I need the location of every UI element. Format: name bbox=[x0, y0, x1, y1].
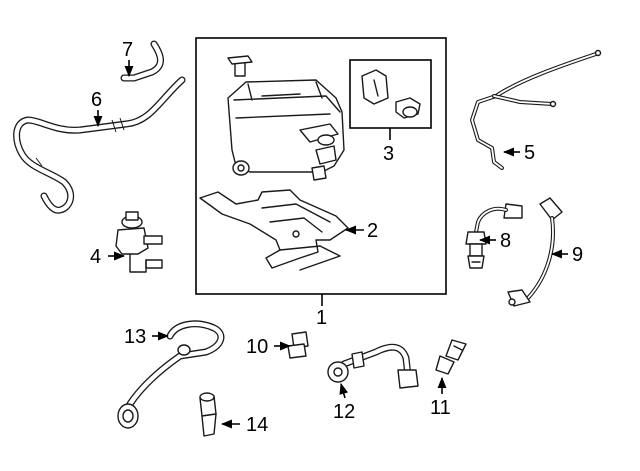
callout-6: 6 bbox=[91, 89, 102, 111]
callout-4: 4 bbox=[90, 246, 101, 268]
assembly-box bbox=[195, 37, 447, 295]
callout-7: 7 bbox=[122, 39, 133, 61]
valve-fitting[interactable] bbox=[199, 392, 217, 437]
callout-9: 9 bbox=[572, 244, 583, 266]
o2-sensor-downstream[interactable] bbox=[507, 197, 563, 307]
callout-1: 1 bbox=[316, 307, 327, 329]
sub-box bbox=[349, 59, 432, 129]
callout-11: 11 bbox=[430, 397, 451, 419]
harness[interactable] bbox=[470, 49, 602, 170]
callout-10: 10 bbox=[246, 336, 268, 358]
hose-long[interactable] bbox=[13, 76, 186, 214]
bracket[interactable] bbox=[199, 189, 349, 271]
connector-kit[interactable] bbox=[361, 69, 421, 119]
callout-8: 8 bbox=[500, 230, 511, 252]
callout-3: 3 bbox=[383, 143, 394, 165]
callout-2: 2 bbox=[367, 220, 378, 242]
leader-12 bbox=[339, 382, 349, 399]
callout-14: 14 bbox=[246, 414, 268, 436]
hose-molded[interactable] bbox=[117, 320, 225, 429]
check-valve[interactable] bbox=[435, 339, 467, 375]
o2-sensor-upstream[interactable] bbox=[465, 203, 523, 269]
fitting[interactable] bbox=[287, 331, 309, 359]
callout-12: 12 bbox=[333, 401, 355, 423]
vapor-tube[interactable] bbox=[327, 343, 419, 389]
callout-13: 13 bbox=[124, 326, 146, 348]
hose-small[interactable] bbox=[120, 40, 164, 82]
callout-5: 5 bbox=[524, 142, 535, 164]
canister[interactable] bbox=[227, 55, 345, 181]
purge-valve[interactable] bbox=[115, 211, 163, 273]
